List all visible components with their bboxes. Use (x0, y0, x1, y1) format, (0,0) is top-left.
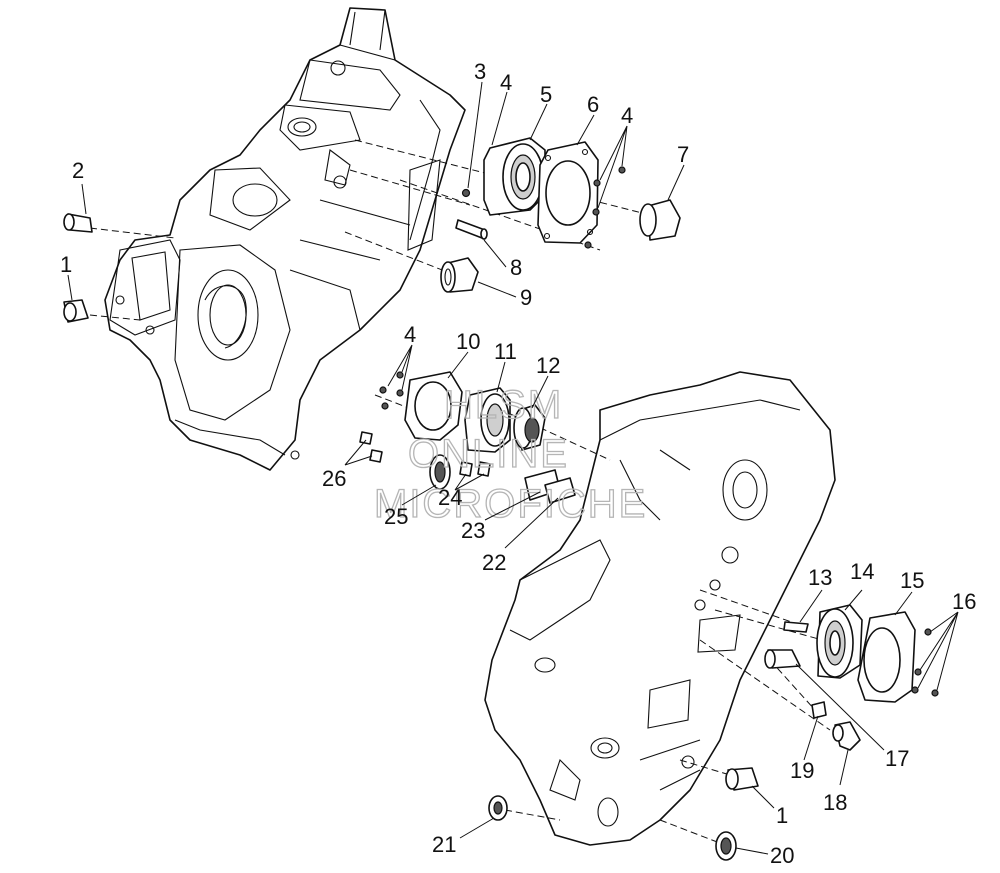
callout-11: 11 (494, 339, 517, 364)
callout-3: 3 (474, 59, 486, 84)
callout-13: 13 (808, 565, 832, 590)
callout-25: 25 (384, 504, 408, 529)
callout-14: 14 (850, 559, 874, 584)
callout-16: 16 (952, 589, 976, 614)
callout-1-right: 1 (776, 803, 788, 828)
watermark-line-1: HLSM (444, 383, 563, 427)
part-8-dowel (455, 219, 488, 240)
part-11-bearing (464, 387, 511, 453)
part-18-drain-bolt (832, 721, 861, 751)
callout-4-middle: 4 (404, 322, 416, 347)
callout-4-top-left: 4 (500, 70, 512, 95)
callout-6: 6 (587, 92, 599, 117)
callout-17: 17 (885, 746, 909, 771)
callout-22: 22 (482, 550, 506, 575)
callout-21: 21 (432, 832, 456, 857)
callout-1-left: 1 (60, 252, 72, 277)
callout-18: 18 (823, 790, 847, 815)
watermark-line-3: MICROFICHE (374, 482, 647, 526)
part-16-screws (911, 628, 939, 697)
part-1-plug-right (725, 767, 759, 791)
part-15-gasket (857, 611, 916, 703)
callout-15: 15 (900, 568, 924, 593)
callout-5: 5 (540, 82, 552, 107)
callout-12: 12 (536, 353, 560, 378)
callout-8: 8 (510, 255, 522, 280)
part-23-22-plates (524, 469, 576, 504)
callout-4-top-right: 4 (621, 103, 633, 128)
callouts: 2 1 3 4 5 6 4 7 8 9 4 10 11 12 26 25 24 … (60, 59, 976, 868)
callout-10: 10 (456, 329, 480, 354)
part-13-dowel (783, 621, 809, 633)
part-1-plug-left (63, 299, 89, 323)
callout-19: 19 (790, 758, 814, 783)
callout-26: 26 (322, 466, 346, 491)
part-2-plug (63, 213, 93, 233)
part-20-seal (715, 831, 737, 861)
part-25-seal (429, 454, 451, 490)
callout-9: 9 (520, 285, 532, 310)
leader-lines (67, 81, 959, 855)
part-7-bushing (639, 199, 681, 241)
watermark-line-2: ONLINE (408, 432, 569, 476)
part-19-washer (811, 701, 827, 719)
watermark: HLSM ONLINE MICROFICHE (373, 382, 647, 526)
part-21-seal (488, 795, 508, 821)
callout-7: 7 (677, 142, 689, 167)
part-6-gasket (537, 141, 599, 244)
part-24-screws (459, 461, 491, 477)
part-10-gasket (404, 371, 463, 441)
left-crankcase-half (104, 7, 466, 471)
callout-20: 20 (770, 843, 794, 868)
part-4-screws-top (584, 166, 626, 249)
part-14-bearing (816, 604, 863, 679)
right-crankcase-half (484, 371, 836, 846)
callout-23: 23 (461, 518, 485, 543)
part-12-bushing (513, 404, 546, 451)
part-4-screws-middle (379, 371, 404, 410)
part-26-screws (359, 431, 383, 463)
callout-24: 24 (438, 485, 462, 510)
part-17-plug (764, 649, 801, 669)
part-9-needle-bearing (440, 257, 479, 293)
part-3-screw (461, 188, 471, 198)
callout-2: 2 (72, 158, 84, 183)
part-5-bearing (483, 137, 546, 216)
